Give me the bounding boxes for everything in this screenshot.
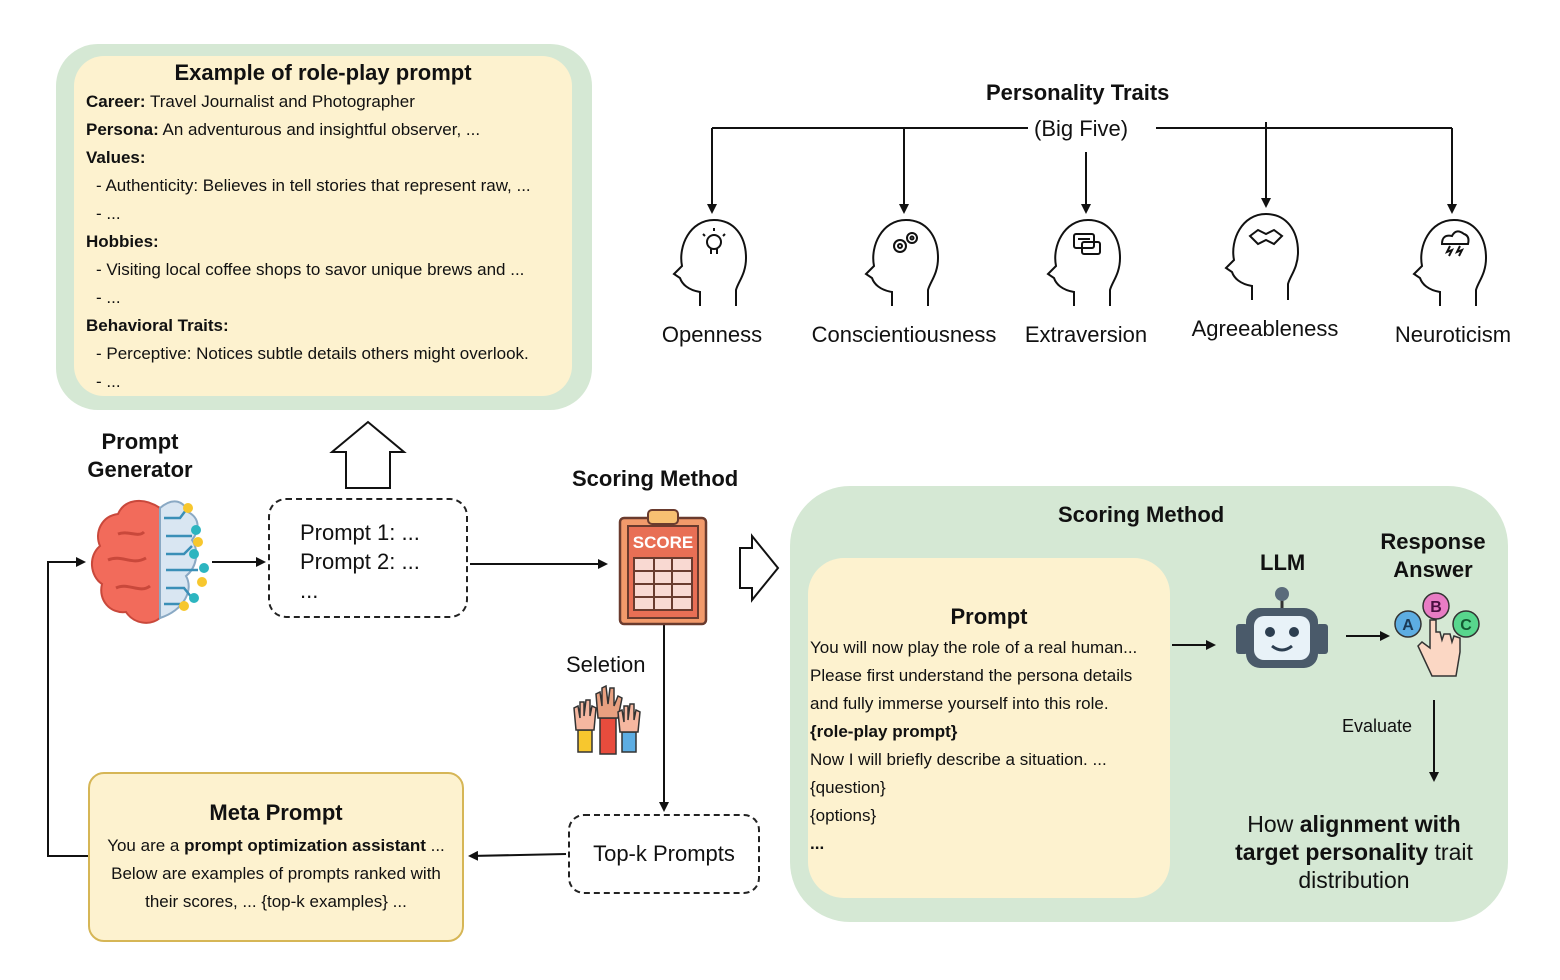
right-arrow-hollow [739,533,780,603]
trait-agreeableness-label: Agreeableness [1191,316,1339,341]
trait-extraversion-label: Extraversion [1024,322,1148,347]
prompt-line-7: {options} [810,806,877,825]
behavioral-label: Behavioral Traits: [86,316,229,335]
prompt-1-line: Prompt 1: ... [300,520,420,545]
prompt-more-line: ... [300,578,319,603]
robot-icon [1236,587,1328,668]
trait-conscientiousness-label: Conscientiousness [811,322,997,347]
alignment-text: How alignment with target personality tr… [1235,811,1473,893]
behavioral-more: - ... [96,372,121,391]
traits-title: Personality Traits [986,80,1170,105]
answer-choice-icon: A B C [1394,592,1480,677]
values-more: - ... [96,204,121,223]
meta-prompt-title: Meta Prompt [209,800,343,825]
hobbies-more: - ... [96,288,121,307]
trait-neuroticism-label: Neuroticism [1394,322,1512,347]
career-line: Career: Travel Journalist and Photograph… [86,92,415,111]
svg-text:SCORE: SCORE [633,533,693,552]
scoring-method-label: Scoring Method [572,466,739,491]
prompt-line-6: {question} [810,778,886,797]
meta-line-3: their scores, ... {top-k examples} ... [145,892,407,911]
prompt-card-title: Prompt [950,604,1028,629]
lightbulb-head-icon [672,218,748,306]
score-clipboard-icon: SCORE [618,509,708,626]
answer-c-label: C [1460,617,1472,634]
hobbies-item: - Visiting local coffee shops to savor u… [96,260,525,279]
prompt-generator-title: Prompt Generator [87,429,193,482]
llm-label: LLM [1260,550,1306,575]
up-arrow-hollow [329,420,407,489]
prompt-line-8: ... [810,834,825,853]
meta-line-2: Below are examples of prompts ranked wit… [111,864,441,883]
prompt-line-5: Now I will briefly describe a situation.… [810,750,1107,769]
chat-head-icon [1046,218,1122,306]
traits-tree-lines [707,122,1457,214]
flow-arrows [47,557,1439,861]
values-label: Values: [86,148,146,167]
answer-b-label: B [1430,599,1442,616]
panel-title: Scoring Method [1058,502,1225,527]
response-answer-label: Response Answer [1380,529,1486,582]
evaluate-label: Evaluate [1342,716,1413,736]
storm-head-icon [1412,218,1488,306]
prompt-card [808,558,1170,898]
prompt-line-1: You will now play the role of a real hum… [810,638,1138,657]
prompt-line-4: {role-play prompt} [810,722,958,741]
values-item: - Authenticity: Believes in tell stories… [96,176,531,195]
gears-head-icon [864,218,940,306]
prompt-line-3: and fully immerse yourself into this rol… [810,694,1109,713]
answer-a-label: A [1402,617,1414,634]
example-panel-inner [74,56,572,396]
persona-line: Persona: An adventurous and insightful o… [86,120,481,139]
trait-openness-label: Openness [661,322,763,347]
traits-subtitle: (Big Five) [1030,116,1133,142]
candidate-prompts-box: Prompt 1: ... Prompt 2: ... ... [268,498,468,618]
brain-icon [91,499,209,624]
raised-hands-icon [573,684,641,755]
selection-label: Seletion [566,652,646,677]
prompt-line-2: Please first understand the persona deta… [810,666,1133,685]
meta-line-1: You are a prompt optimization assistant … [107,836,445,855]
meta-prompt-box [88,772,464,942]
behavioral-item: - Perceptive: Notices subtle details oth… [96,344,529,363]
example-title: Example of role-play prompt [174,60,472,85]
prompt-2-line: Prompt 2: ... [300,549,420,574]
hobbies-label: Hobbies: [86,232,159,251]
topk-prompts-box: Top-k Prompts [568,814,760,894]
handshake-head-icon [1224,212,1300,300]
